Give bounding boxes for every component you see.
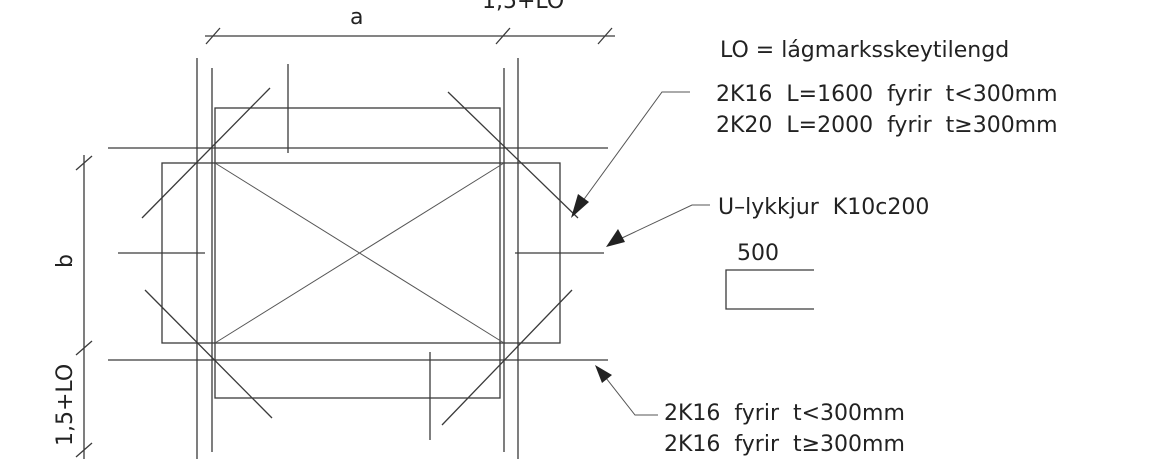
dimension-top-partial-label: 1,5+LO (482, 0, 564, 14)
horizontal-bars (108, 147, 608, 361)
bottom-spec-line-1: 2K16 fyrir t<300mm (664, 401, 905, 426)
bar-spec-line-2: 2K20 L=2000 fyrir t≥300mm (716, 113, 1058, 138)
lo-definition-note: LO = lágmarksskeytilengd (720, 38, 1009, 63)
top-dimension-line (205, 27, 615, 45)
leader-u-loops (606, 204, 710, 247)
vertical-bars (196, 58, 519, 459)
bar-spec-line-1: 2K16 L=1600 fyrir t<300mm (716, 82, 1058, 107)
left-dimension-line (75, 155, 93, 459)
u-bar-shape-symbol (725, 269, 814, 310)
outer-frame (214, 107, 501, 399)
dimension-left-lower-label: 1,5+LO (53, 364, 78, 446)
bottom-spec-line-2: 2K16 fyrir t≥300mm (664, 432, 905, 457)
dimension-a-label: a (350, 5, 363, 30)
leader-bar-spec (571, 91, 690, 218)
u-loops-note: U–lykkjur K10c200 (718, 195, 929, 220)
u-bar-length-label: 500 (737, 241, 779, 266)
u-loop-bar-ends (118, 64, 604, 440)
dimension-b-label: b (53, 254, 78, 268)
diagonal-corner-bars (141, 87, 579, 426)
leader-bottom-spec (595, 365, 658, 416)
